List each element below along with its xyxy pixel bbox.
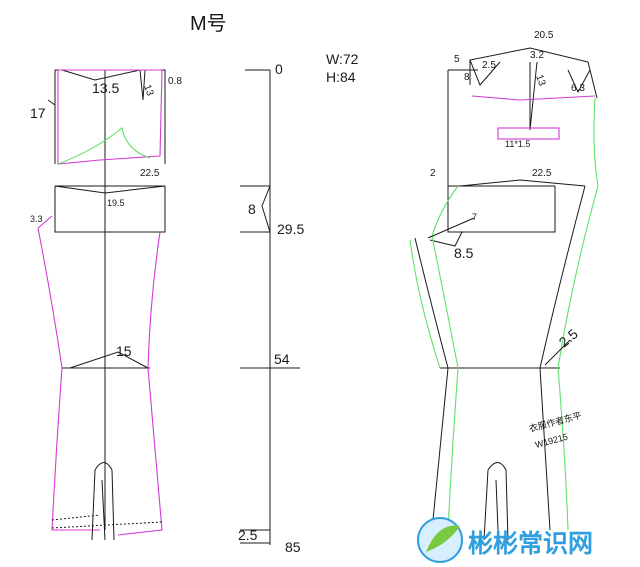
front-left-leg-outline bbox=[37, 227, 100, 531]
back-hip-curve bbox=[459, 179, 586, 187]
front-hip-label: 22.5 bbox=[140, 168, 160, 179]
back-left-leg bbox=[414, 237, 449, 531]
back-center-depth-label: 13 bbox=[533, 73, 547, 88]
author-line-1: 衣服作者东平 bbox=[528, 409, 583, 434]
front-knee-label: 15 bbox=[116, 343, 132, 359]
back-center-dart bbox=[529, 61, 538, 131]
back-right-piece-label: 6.3 bbox=[571, 83, 585, 94]
front-knee-curve bbox=[69, 351, 149, 369]
back-fly-stitch bbox=[495, 479, 499, 531]
front-dart bbox=[139, 69, 146, 101]
front-hem-dash bbox=[51, 514, 163, 529]
front-top-outline bbox=[57, 69, 163, 165]
back-green-right bbox=[557, 97, 599, 531]
front-side-tick bbox=[47, 99, 56, 106]
back-crotch-leader bbox=[427, 217, 475, 239]
scale-top-label: 0 bbox=[275, 61, 283, 77]
back-left-offset-label: 5 bbox=[454, 54, 460, 65]
hip-spec: H:84 bbox=[326, 69, 356, 85]
scale-bottom-label: 85 bbox=[285, 539, 301, 555]
back-right-dart bbox=[567, 69, 591, 94]
back-rise-mark-label: 2 bbox=[430, 168, 436, 179]
back-green-crotch bbox=[409, 239, 441, 369]
front-crotch-label: 19.5 bbox=[107, 198, 125, 208]
front-green-curve bbox=[57, 126, 151, 165]
front-dart-label: 13 bbox=[141, 83, 155, 98]
watermark-text: 彬彬常识网 bbox=[468, 530, 593, 558]
back-pocket bbox=[497, 127, 560, 140]
scale-band-label: 8 bbox=[248, 201, 256, 217]
waist-spec: W:72 bbox=[326, 51, 359, 67]
back-green-left bbox=[431, 185, 459, 531]
measurement-scale: 0 8 29.5 54 2.5 85 bbox=[238, 61, 304, 555]
front-offset-label: 0.8 bbox=[168, 76, 182, 87]
back-pocket-label: 11*1.5 bbox=[505, 139, 530, 149]
scale-knee-label: 54 bbox=[274, 351, 290, 367]
front-hip-curve bbox=[54, 185, 166, 194]
front-hip-block bbox=[54, 155, 166, 233]
front-crotch-outline bbox=[37, 215, 53, 229]
scale-crotch-label: 29.5 bbox=[277, 221, 304, 237]
back-knee-leader bbox=[544, 339, 571, 366]
watermark: 彬彬常识网 bbox=[417, 517, 593, 563]
back-crotch-curve bbox=[429, 231, 463, 247]
back-hip-label: 22.5 bbox=[532, 168, 552, 179]
front-fly bbox=[91, 462, 115, 541]
back-fly bbox=[483, 462, 509, 541]
back-waist-curve bbox=[469, 47, 598, 99]
back-right-leg bbox=[539, 185, 586, 531]
scale-hem bbox=[240, 529, 270, 544]
front-right-leg-outline bbox=[117, 231, 163, 536]
front-waist-label: 13.5 bbox=[92, 80, 119, 96]
back-left-dart-label: 2.5 bbox=[482, 60, 496, 71]
back-crotch-small-label: 7 bbox=[472, 212, 477, 222]
back-waist-magenta bbox=[471, 95, 596, 101]
back-center-mark-label: 3.2 bbox=[530, 50, 544, 61]
scale-hem-label: 2.5 bbox=[238, 527, 258, 543]
scale-band bbox=[240, 185, 271, 233]
front-waist-curve bbox=[61, 69, 141, 81]
size-title: M号 bbox=[190, 13, 227, 35]
back-pattern: 20.5 5 2.5 8 3.2 13 6.3 11*1.5 2 22.5 7 … bbox=[409, 30, 599, 541]
front-side-label: 17 bbox=[30, 105, 46, 121]
back-waist-total-label: 20.5 bbox=[534, 30, 554, 41]
back-block bbox=[447, 69, 556, 233]
back-left-dart bbox=[469, 59, 501, 86]
front-fly-stitch bbox=[101, 479, 106, 541]
front-crotch-ext-label: 3.3 bbox=[30, 214, 43, 224]
back-knee-mark-label: 2.5 bbox=[556, 325, 581, 350]
watermark-leaf-icon bbox=[426, 525, 460, 552]
back-dart-depth-label: 8 bbox=[464, 72, 470, 83]
front-pattern: 13.5 13 0.8 17 22.5 19.5 3.3 15 bbox=[30, 69, 182, 541]
back-crotch-ext-label: 8.5 bbox=[454, 245, 474, 261]
